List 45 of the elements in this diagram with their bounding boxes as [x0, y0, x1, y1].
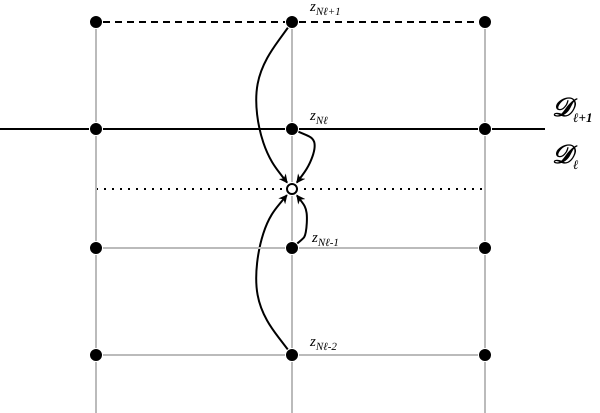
grid-line: [299, 128, 478, 130]
arrow: [296, 194, 308, 244]
arrow: [255, 27, 289, 184]
grid-point: [90, 16, 102, 28]
grid-point: [479, 16, 491, 28]
grid-point: [286, 242, 298, 254]
grid-line: [291, 362, 293, 413]
grid-line: [103, 247, 285, 249]
grid-line: [291, 29, 293, 122]
arrow: [296, 130, 316, 184]
grid-line: [484, 136, 486, 241]
grid-line: [299, 354, 478, 356]
grid-line: [484, 29, 486, 122]
grid-line: [95, 136, 97, 241]
grid-line: [103, 128, 285, 130]
grid-line: [484, 362, 486, 413]
grid-line: [291, 196, 293, 241]
grid-line: [95, 255, 97, 348]
grid-point: [90, 123, 102, 135]
grid-point: [90, 242, 102, 254]
grid-point: [479, 123, 491, 135]
grid-point: [286, 16, 298, 28]
domain-label: 𝒟$_{ℓ+1}$: [552, 95, 592, 124]
grid-line: [484, 255, 486, 348]
point-label: z$_{Nℓ-2}$: [310, 335, 337, 353]
arrow: [255, 194, 289, 350]
grid-point: [286, 123, 298, 135]
grid-line: [492, 128, 545, 130]
dashed-line: [103, 21, 285, 23]
point-label: z$_{Nℓ+1}$: [310, 0, 341, 18]
grid-line: [291, 255, 293, 348]
grid-line: [299, 247, 478, 249]
grid-line: [95, 29, 97, 122]
grid-point: [90, 349, 102, 361]
open-point: [286, 183, 298, 195]
grid-point: [479, 349, 491, 361]
grid-line: [103, 354, 285, 356]
point-label: z$_{Nℓ-1}$: [312, 231, 339, 249]
grid-point: [479, 242, 491, 254]
point-label: z$_{Nℓ}$: [310, 109, 328, 127]
domain-label: 𝒟$_{ℓ}$: [552, 142, 579, 172]
grid-line: [291, 136, 293, 182]
grid-line: [95, 362, 97, 413]
grid-point: [286, 349, 298, 361]
grid-line: [0, 128, 89, 130]
